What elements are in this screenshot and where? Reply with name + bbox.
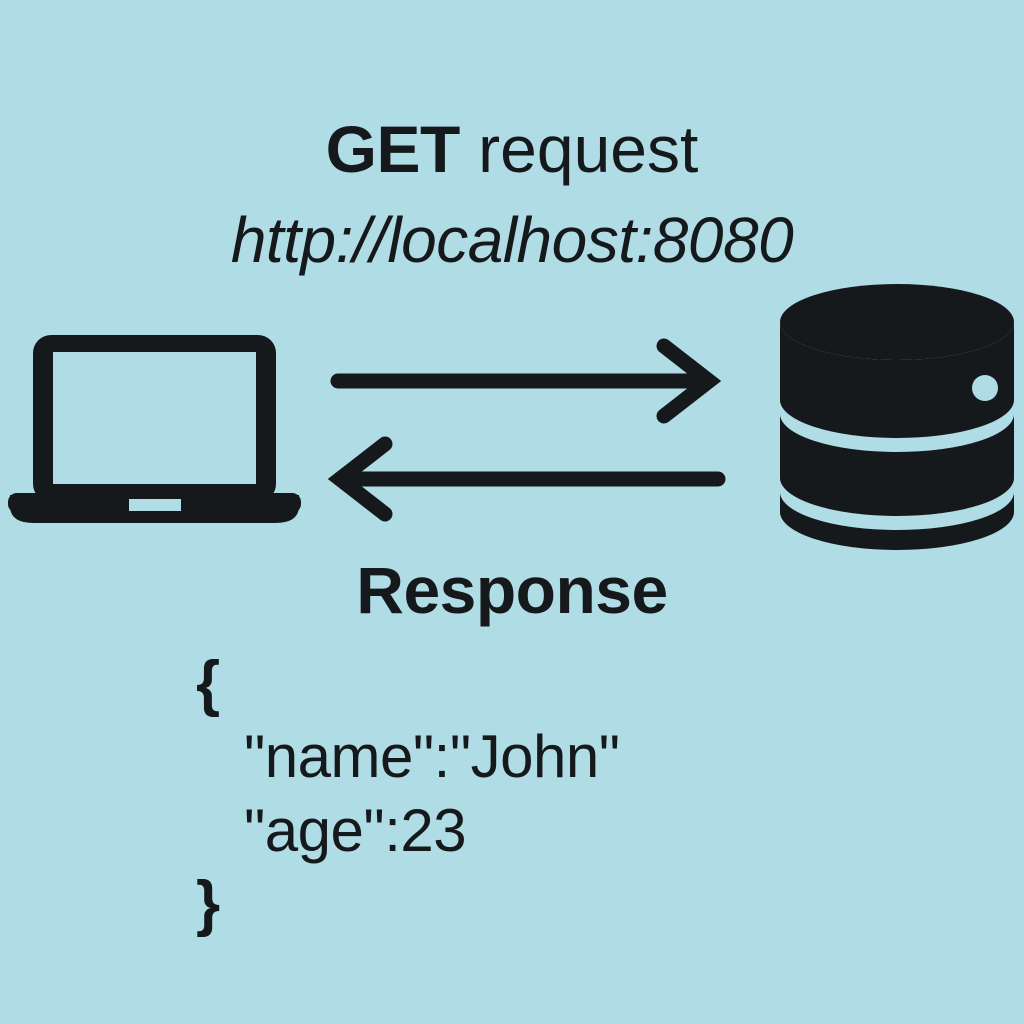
json-open-brace: { xyxy=(196,649,220,718)
response-heading: Response xyxy=(356,553,668,627)
request-method-label: GET xyxy=(325,112,461,186)
json-field-name: "name":"John" xyxy=(244,723,620,790)
request-url-label: http://localhost:8080 xyxy=(230,204,794,276)
request-word-label: request xyxy=(459,112,699,186)
json-close-brace: } xyxy=(196,869,220,938)
response-payload: { "name":"John" "age":23 } xyxy=(196,648,816,940)
request-heading: GET request xyxy=(0,116,1024,182)
json-field-age: "age":23 xyxy=(244,797,467,864)
